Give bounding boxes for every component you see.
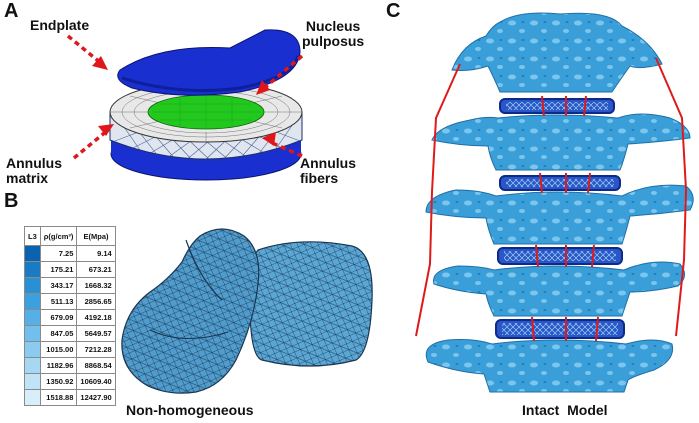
modulus-value: 12427.90 — [76, 389, 116, 406]
color-swatch — [24, 261, 41, 278]
color-swatch — [24, 309, 41, 326]
panel-a-letter: A — [4, 0, 19, 22]
ligament-lines — [415, 57, 688, 342]
label-annulus-fibers: Annulus fibers — [300, 155, 356, 186]
color-swatch — [24, 389, 41, 406]
color-swatch — [24, 341, 41, 358]
upper-endplate — [117, 29, 301, 96]
arrow-annulus-fibers — [269, 140, 303, 158]
density-value: 1518.88 — [39, 389, 78, 406]
label-endplate: Endplate — [30, 17, 90, 33]
color-swatch — [24, 277, 41, 294]
color-swatch — [24, 245, 41, 262]
label-annulus-matrix: Annulus matrix — [6, 155, 62, 186]
panel-b-letter: B — [4, 190, 19, 212]
caption-non-homogeneous: Non-homogeneous — [126, 402, 254, 418]
panel-c-letter: C — [386, 0, 401, 22]
material-table-header: L3 ρ(g/cm³) E(Mpa) — [24, 226, 116, 246]
vertebrae — [425, 12, 694, 393]
label-nucleus-pulposus: Nucleus pulposus — [302, 18, 365, 49]
arrow-endplate — [66, 34, 104, 66]
caption-intact-model: Intact Model — [522, 402, 608, 418]
arrow-annulus-matrix — [72, 128, 110, 160]
intervertebral-discs — [495, 98, 625, 339]
